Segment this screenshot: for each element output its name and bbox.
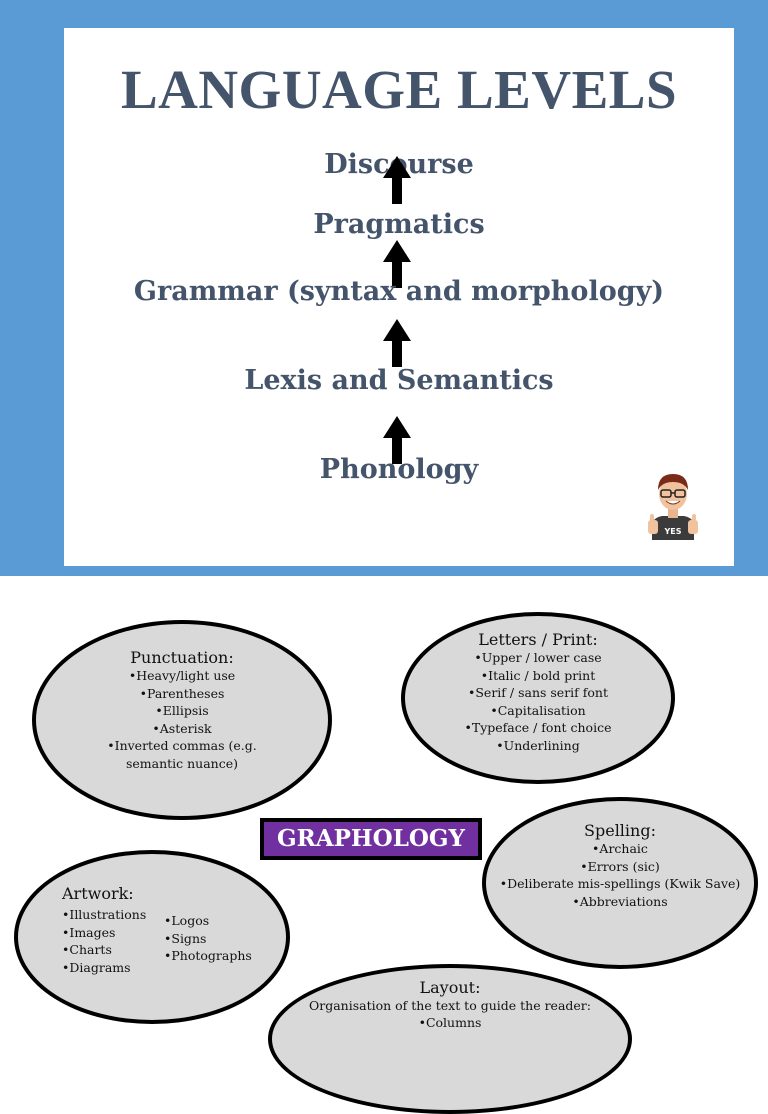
bubble-title: Artwork: <box>62 884 134 903</box>
spelling-list: Archaic Errors (sic) Deliberate mis-spel… <box>486 840 754 910</box>
artwork-list-left: Illustrations Images Charts Diagrams <box>62 906 146 976</box>
list-item: Diagrams <box>62 959 146 977</box>
list-item: Upper / lower case <box>405 649 671 667</box>
artwork-list-right: Logos Signs Photographs <box>164 912 252 965</box>
list-item: Deliberate mis-spellings (Kwik Save) <box>486 875 754 893</box>
slide-title: LANGUAGE LEVELS <box>120 59 678 120</box>
list-item: Heavy/light use <box>36 667 328 685</box>
bubble-title: Layout: <box>419 978 481 997</box>
list-item: Serif / sans serif font <box>405 684 671 702</box>
list-item: Asterisk <box>36 720 328 738</box>
list-item: Illustrations <box>62 906 146 924</box>
graphology-title: GRAPHOLOGY <box>260 818 482 860</box>
list-item: Ellipsis <box>36 702 328 720</box>
language-levels-slide: LANGUAGE LEVELS Discourse Pragmatics Gra… <box>0 0 768 576</box>
list-item: Typeface / font choice <box>405 719 671 737</box>
letters-print-bubble: Letters / Print: Upper / lower case Ital… <box>401 612 675 784</box>
list-item: Italic / bold print <box>405 667 671 685</box>
punctuation-list: Heavy/light use Parentheses Ellipsis Ast… <box>36 667 328 772</box>
list-item: Images <box>62 924 146 942</box>
list-item-text: semantic nuance) <box>125 755 239 771</box>
letters-list: Upper / lower case Italic / bold print S… <box>405 649 671 754</box>
list-item: Capitalisation <box>405 702 671 720</box>
layout-subtitle: Organisation of the text to guide the re… <box>308 998 591 1013</box>
list-item: Charts <box>62 941 146 959</box>
list-item: Columns <box>272 1014 628 1032</box>
up-arrow-icon <box>383 240 411 288</box>
list-item: Archaic <box>486 840 754 858</box>
spelling-bubble: Spelling: Archaic Errors (sic) Deliberat… <box>482 797 758 969</box>
slide-card: LANGUAGE LEVELS Discourse Pragmatics Gra… <box>64 28 734 566</box>
list-item: Errors (sic) <box>486 858 754 876</box>
level-phonology: Phonology <box>319 454 479 485</box>
bubble-title: Punctuation: <box>130 648 234 667</box>
list-item: Inverted commas (e.g. <box>36 737 328 755</box>
list-item: Logos <box>164 912 252 930</box>
graphology-slide: Punctuation: Heavy/light use Parentheses… <box>0 576 768 1114</box>
avatar-badge-text: YES <box>663 527 681 536</box>
thumbs-up-avatar-icon: YES <box>646 468 700 540</box>
level-grammar: Grammar (syntax and morphology) <box>133 276 665 307</box>
list-item: Underlining <box>405 737 671 755</box>
level-pragmatics: Pragmatics <box>313 209 485 240</box>
layout-list: Columns <box>272 1014 628 1032</box>
list-item-continued: semantic nuance) <box>36 755 328 773</box>
bubble-title: Letters / Print: <box>478 630 598 649</box>
artwork-bubble: Artwork: Illustrations Images Charts Dia… <box>14 850 290 1024</box>
up-arrow-icon <box>383 416 411 464</box>
list-item: Abbreviations <box>486 893 754 911</box>
list-item: Parentheses <box>36 685 328 703</box>
level-lexis-semantics: Lexis and Semantics <box>244 365 554 396</box>
bubble-title: Spelling: <box>584 821 656 840</box>
list-item: Photographs <box>164 947 251 965</box>
up-arrow-icon <box>383 319 411 367</box>
list-item: Signs <box>164 930 252 948</box>
up-arrow-icon <box>383 156 411 204</box>
punctuation-bubble: Punctuation: Heavy/light use Parentheses… <box>32 620 332 820</box>
layout-bubble: Layout: Organisation of the text to guid… <box>268 964 632 1114</box>
